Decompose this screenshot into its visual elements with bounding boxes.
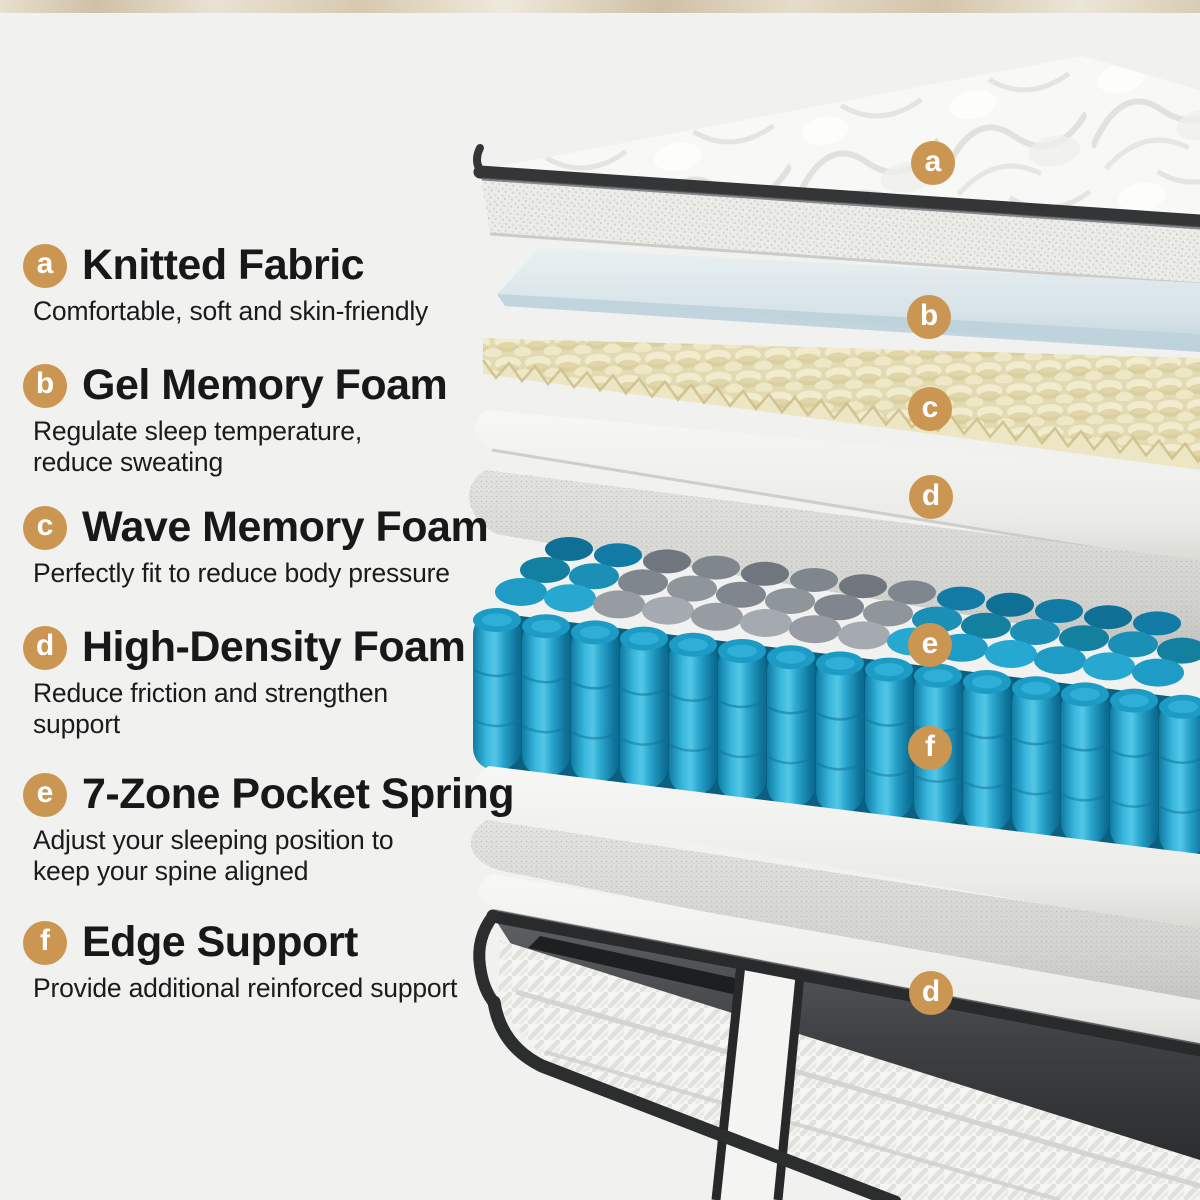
diagram-badge-pocket-spring: e [908,623,952,667]
legend-badge-c: c [23,505,67,550]
diagram-badge-hd-foam-bottom: d [909,971,953,1015]
diagram-badge-wave-foam: c [908,387,952,431]
legend-desc-gel-memory-foam: Regulate sleep temperature, reduce sweat… [33,416,362,477]
legend-title-wave-memory-foam: Wave Memory Foam [82,503,489,551]
legend-item-edge-support: f Edge Support Provide additional reinfo… [23,918,623,1004]
legend-title-edge-support: Edge Support [82,918,358,966]
legend-item-pocket-spring: e 7-Zone Pocket Spring Adjust your sleep… [23,770,623,886]
layer-gray-foam-lower-1 [474,766,1200,932]
legend-badge-d: d [23,625,67,670]
legend-title-high-density-foam: High-Density Foam [82,623,466,671]
diagram-badge-knitted-fabric: a [911,141,955,185]
legend-desc-pocket-spring: Adjust your sleeping position to keep yo… [33,825,394,886]
base-bottom-piping [487,995,902,1200]
gel-front-rim [497,294,1200,352]
legend-badge-a: a [23,243,67,288]
layer-pocket-spring [471,537,1200,862]
top-photo-strip-edge [0,0,1200,13]
base-top-piping [486,909,1200,1057]
legend-title-pocket-spring: 7-Zone Pocket Spring [82,770,515,818]
legend-item-high-density-foam: d High-Density Foam Reduce friction and … [23,623,623,739]
legend-badge-b: b [23,363,67,408]
legend-title-knitted-fabric: Knitted Fabric [82,241,365,289]
legend-item-wave-memory-foam: c Wave Memory Foam Perfectly fit to redu… [23,503,623,589]
base-corner-piping [473,910,501,1010]
wave-eggcrate-field [483,338,1200,462]
diagram-badge-gel-foam: b [907,295,951,339]
white-foam-slab [474,410,1200,565]
quilted-top-surface [480,56,1200,218]
layer-gel-memory-foam [497,248,1200,352]
legend-desc-knitted-fabric: Comfortable, soft and skin-friendly [33,296,429,326]
legend-item-knitted-fabric: a Knitted Fabric Comfortable, soft and s… [23,241,623,327]
legend-badge-e: e [23,772,67,817]
knit-side-band [480,172,1200,284]
layer-knitted-fabric [473,56,1200,286]
layer-edge-support-base [473,909,1200,1200]
layer-gray-foam-lower-2 [470,820,1200,1012]
legend-item-gel-memory-foam: b Gel Memory Foam Regulate sleep tempera… [23,361,623,477]
base-dark-divider [528,936,790,1002]
mattress-piping [473,165,1200,228]
legend-desc-wave-memory-foam: Perfectly fit to reduce body pressure [33,558,450,588]
legend-title-gel-memory-foam: Gel Memory Foam [82,361,448,409]
legend-desc-high-density-foam: Reduce friction and strengthen support [33,678,388,739]
legend-badge-f: f [23,920,67,965]
layer-wave-memory-foam [481,338,1200,470]
diagram-badge-edge-support: f [908,726,952,770]
legend-desc-edge-support: Provide additional reinforced support [33,973,458,1003]
diagram-badge-hd-foam: d [909,475,953,519]
